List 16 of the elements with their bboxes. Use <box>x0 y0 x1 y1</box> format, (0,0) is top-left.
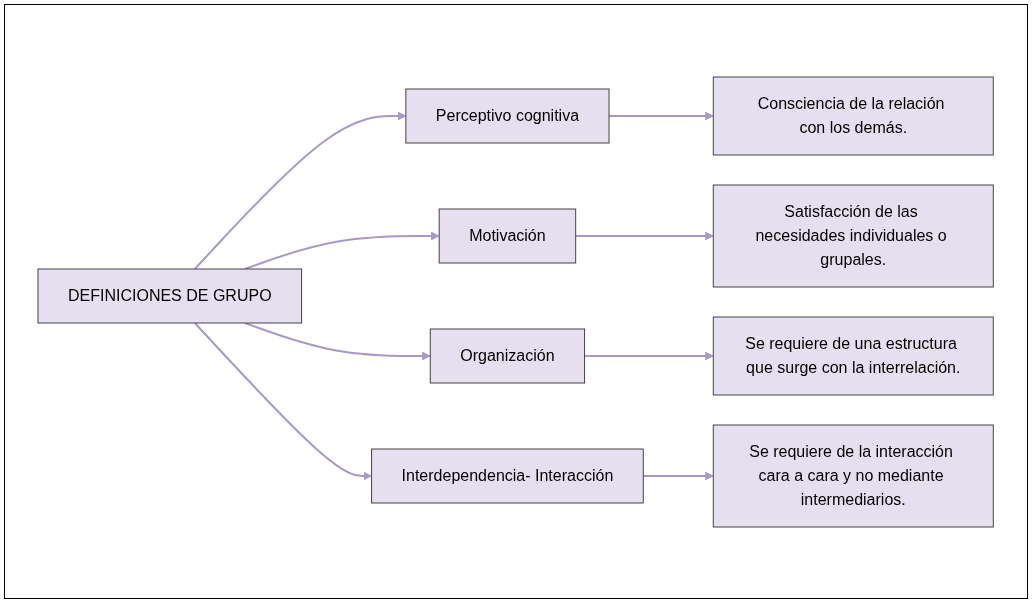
arrow <box>244 231 440 270</box>
node-box: Satisfacción de las necesidades individuales o grupales. <box>713 184 995 287</box>
arrow <box>583 351 715 360</box>
arrow <box>608 111 715 120</box>
node-box: Se requiere de una estructura que surge con la interrelación. <box>713 316 995 395</box>
node-box: Organización <box>430 328 586 383</box>
node-box: Interdependencia- Interacción <box>371 448 645 503</box>
node-box: DEFINICIONES DE GRUPO <box>37 268 303 323</box>
arrow <box>642 471 715 480</box>
arrow <box>194 111 407 270</box>
node-box: Perceptivo cognitiva <box>405 88 610 143</box>
arrow <box>244 321 432 360</box>
arrow <box>194 321 373 480</box>
node-box: Se requiere de la interacción cara a cara y no mediante intermediarios. <box>713 424 995 527</box>
node-box: Consciencia de la relación con los demás. <box>713 76 995 155</box>
node-box: Motivación <box>439 208 577 263</box>
